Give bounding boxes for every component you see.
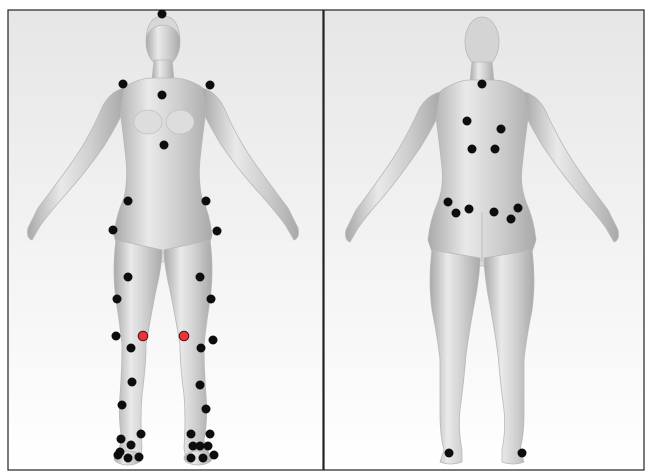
marker-front-ankle-inner-left [137, 430, 146, 439]
marker-front-shin-left [128, 378, 137, 387]
back-neck [470, 62, 494, 82]
marker-front-toe-outer-right [210, 451, 219, 460]
marker-back-scapula-upper-left [463, 117, 472, 126]
marker-front-knee-outer-left [112, 332, 121, 341]
marker-front-waist-left [124, 197, 133, 206]
marker-back-pelvis-mid-right [507, 215, 516, 224]
marker-front-calf-right [202, 405, 211, 414]
front-neck [152, 60, 174, 80]
marker-front-knee-inner-left [127, 344, 136, 353]
marker-front-toe-inner-right [204, 442, 213, 451]
marker-front-ankle-outer-right [206, 430, 215, 439]
marker-front-toe-tip-left [135, 453, 144, 462]
marker-back-heel-left [445, 449, 454, 458]
marker-front-ankle-outer-left [117, 435, 126, 444]
marker-back-sacrum-left [465, 205, 474, 214]
marker-front-calf-left [118, 401, 127, 410]
marker-back-scapula-lower-right [491, 145, 500, 154]
marker-back-sacrum-right [490, 208, 499, 217]
marker-front-shoulder-right [206, 81, 215, 90]
front-breast-left [134, 110, 162, 134]
marker-front-thigh-outer-left [113, 295, 122, 304]
marker-back-pelvis-mid-left [452, 209, 461, 218]
marker-front-shoulder-left [119, 80, 128, 89]
marker-front-hip-right [213, 227, 222, 236]
marker-front-ankle-inner-right [187, 430, 196, 439]
front-breast-right [166, 110, 194, 134]
marker-front-waist-right [202, 197, 211, 206]
marker-front-toe-right [199, 454, 208, 463]
marker-front-knee-highlight-right [179, 331, 189, 341]
marker-front-hip-left [109, 226, 118, 235]
marker-front-heel-left [127, 441, 136, 450]
marker-front-midfoot-right [189, 442, 198, 451]
marker-back-pelvis-outer-right [514, 204, 523, 213]
marker-front-thigh-outer-right [207, 295, 216, 304]
marker-front-shin-right [196, 381, 205, 390]
front-torso [114, 78, 212, 262]
marker-front-head-top [158, 10, 167, 19]
marker-front-sternum-top [158, 91, 167, 100]
marker-front-knee-outer-right [209, 336, 218, 345]
marker-back-scapula-lower-left [468, 145, 477, 154]
marker-back-heel-right [518, 449, 527, 458]
marker-back-pelvis-outer-left [444, 198, 453, 207]
marker-front-sternum [160, 141, 169, 150]
marker-front-thigh-inner-left [124, 273, 133, 282]
back-head [465, 17, 499, 67]
marker-front-knee-inner-right [197, 344, 206, 353]
marker-back-scapula-upper-right [497, 125, 506, 134]
marker-front-toe-outer-left [114, 451, 123, 460]
marker-front-thigh-inner-right [196, 273, 205, 282]
marker-front-knee-highlight-left [138, 331, 148, 341]
marker-front-toe-left [124, 454, 133, 463]
marker-back-c7 [478, 80, 487, 89]
marker-front-toe-tip-right [187, 454, 196, 463]
